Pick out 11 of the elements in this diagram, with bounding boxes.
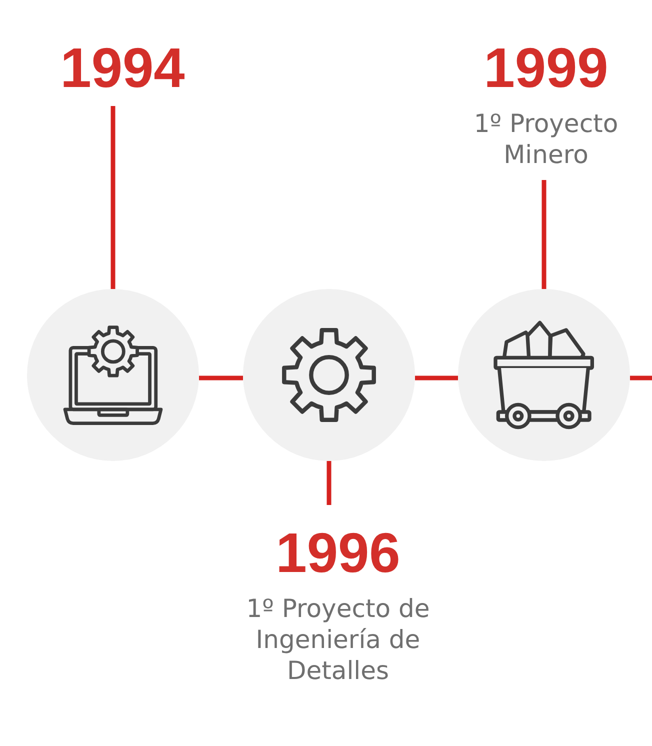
connector-line bbox=[110, 106, 116, 289]
connector-line bbox=[415, 376, 458, 380]
connector-line bbox=[542, 180, 546, 289]
milestone-description: 1º Proyecto de Ingeniería de Detalles bbox=[245, 593, 431, 686]
year-label: 1999 bbox=[484, 40, 608, 96]
milestone-description: 1º Proyecto Minero bbox=[472, 108, 620, 170]
connector-line bbox=[199, 376, 243, 380]
connector-line bbox=[630, 376, 652, 380]
year-label: 1996 bbox=[276, 525, 400, 581]
year-label: 1994 bbox=[60, 40, 185, 96]
connector-line bbox=[326, 461, 332, 505]
